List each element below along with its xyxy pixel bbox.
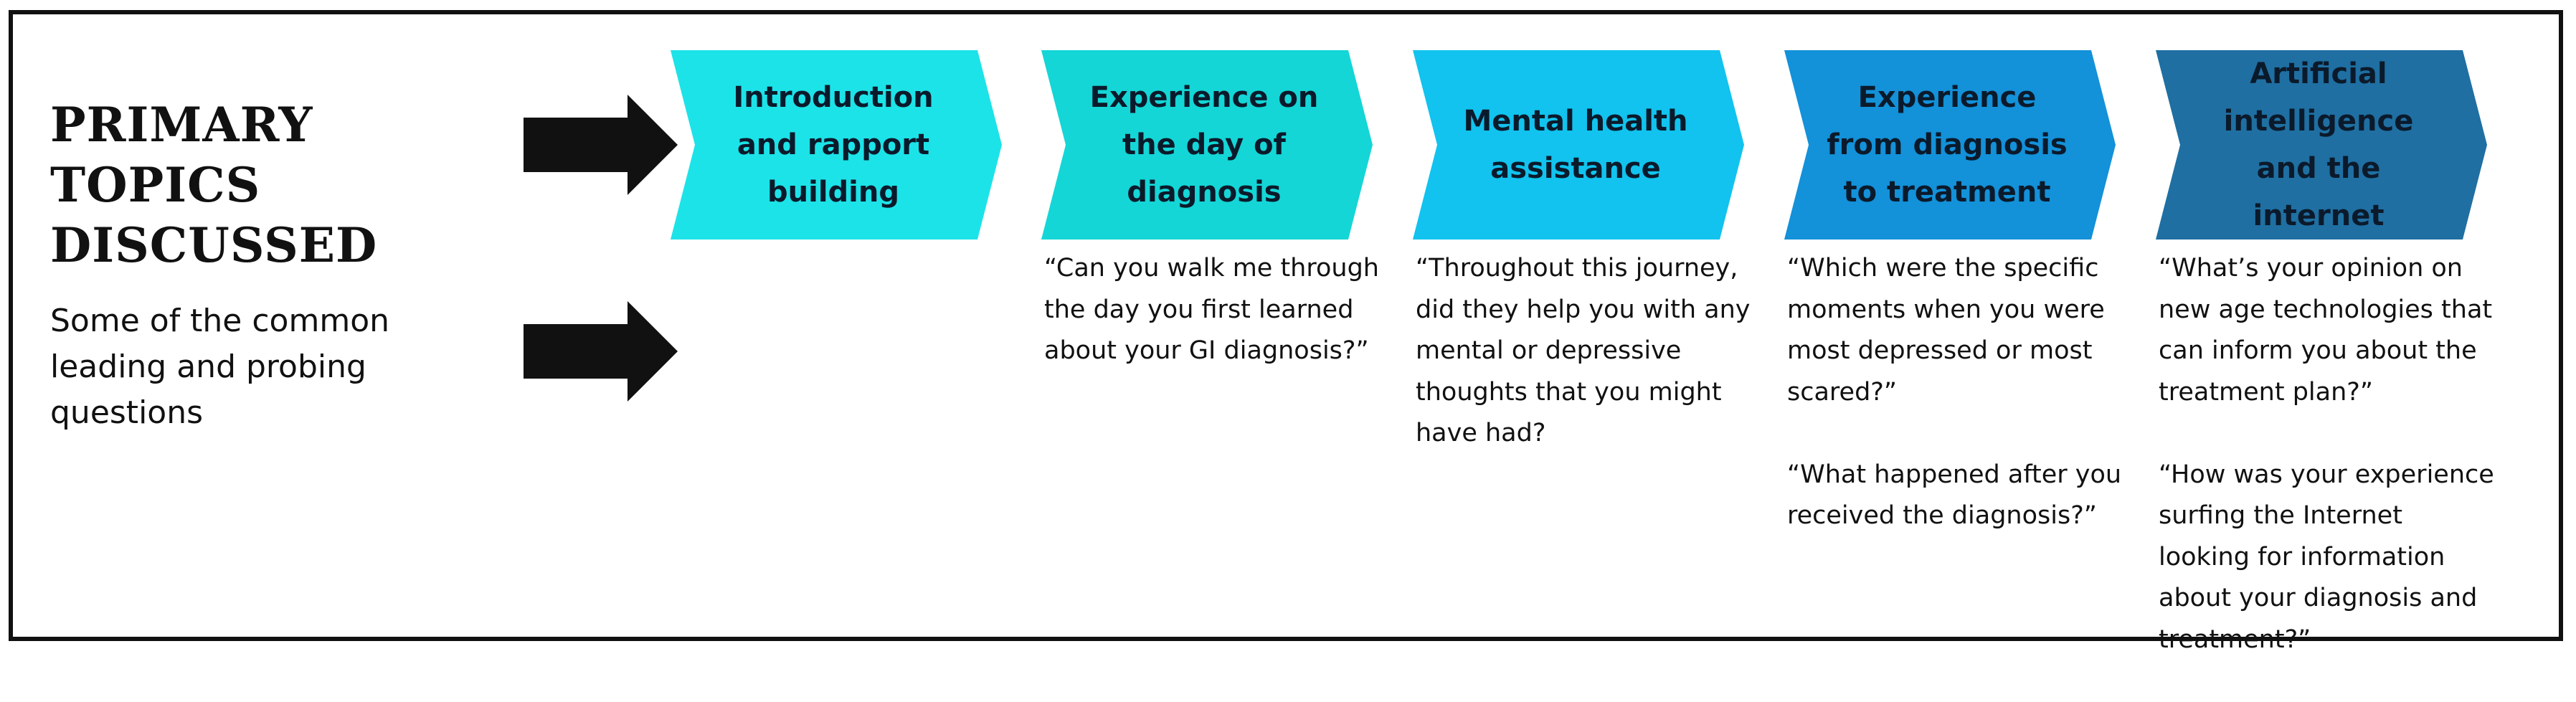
chevron-step-5	[2156, 50, 2487, 239]
question-text: “What’s your opinion on new age technolo…	[2159, 254, 2493, 407]
question-column-5: “What’s your opinion on new age technolo…	[2159, 248, 2496, 702]
question-text: “Can you walk me through the day you fir…	[1044, 254, 1379, 365]
question-column-4: “Which were the specific moments when yo…	[1787, 248, 2124, 578]
process-chevrons	[671, 50, 2487, 239]
question-text: “Which were the specific moments when yo…	[1787, 254, 2105, 407]
question-text: “Throughout this journey, did they help …	[1416, 254, 1751, 447]
arrow-shape-topics	[524, 95, 678, 195]
chevron-step-1	[671, 50, 1002, 239]
chevron-step-4	[1784, 50, 2116, 239]
question-text: “What happened after you received the di…	[1787, 460, 2122, 531]
chevron-label-1: Introduction and rapport building	[733, 81, 934, 209]
question-column-3: “Throughout this journey, did they help …	[1416, 248, 1753, 495]
chevron-step-3	[1413, 50, 1744, 239]
arrow-shape-questions	[524, 301, 678, 402]
chevron-step-2	[1041, 50, 1373, 239]
right-arrow-icon	[524, 95, 678, 195]
question-column-2: “Can you walk me through the day you fir…	[1044, 248, 1381, 413]
chevron-label-4: Experience from diagnosis to treatment	[1827, 81, 2068, 209]
chevron-label-2: Experience on the day of diagnosis	[1089, 81, 1319, 209]
chevron-label-3: Mental health assistance	[1463, 105, 1688, 185]
question-text: “How was your experience surfing the Int…	[2159, 460, 2494, 654]
chevron-label-5: Artificial intelligence and the internet	[2223, 57, 2414, 232]
right-arrow-icon	[524, 301, 678, 402]
